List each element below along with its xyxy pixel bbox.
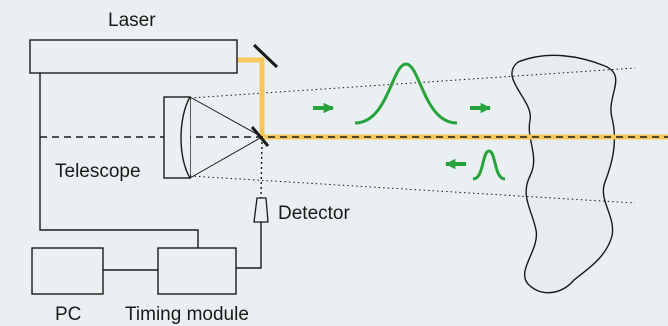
telescope-primary-mirror xyxy=(180,96,191,179)
laser-label: Laser xyxy=(108,10,156,31)
timing-module-box xyxy=(157,247,237,295)
telescope-label: Telescope xyxy=(55,161,141,182)
detector-label: Detector xyxy=(278,203,350,224)
telescope-ray-upper xyxy=(189,96,263,138)
laser-beam-vertical xyxy=(237,57,265,137)
lower-mirror xyxy=(250,126,270,147)
pc-label: PC xyxy=(55,304,81,325)
timing-module-label: Timing module xyxy=(125,304,249,325)
wire-laser-to-timing xyxy=(39,73,199,248)
target-cloud xyxy=(511,54,617,294)
detector-path xyxy=(260,136,263,199)
pc-box xyxy=(31,247,104,295)
wire-detector-to-timing xyxy=(236,222,262,269)
telescope-ray-lower xyxy=(189,136,263,179)
detector-icon xyxy=(253,197,269,223)
upper-mirror xyxy=(252,43,279,69)
laser-box xyxy=(29,39,238,74)
outgoing-pulse xyxy=(354,62,458,125)
return-pulse xyxy=(472,149,506,181)
